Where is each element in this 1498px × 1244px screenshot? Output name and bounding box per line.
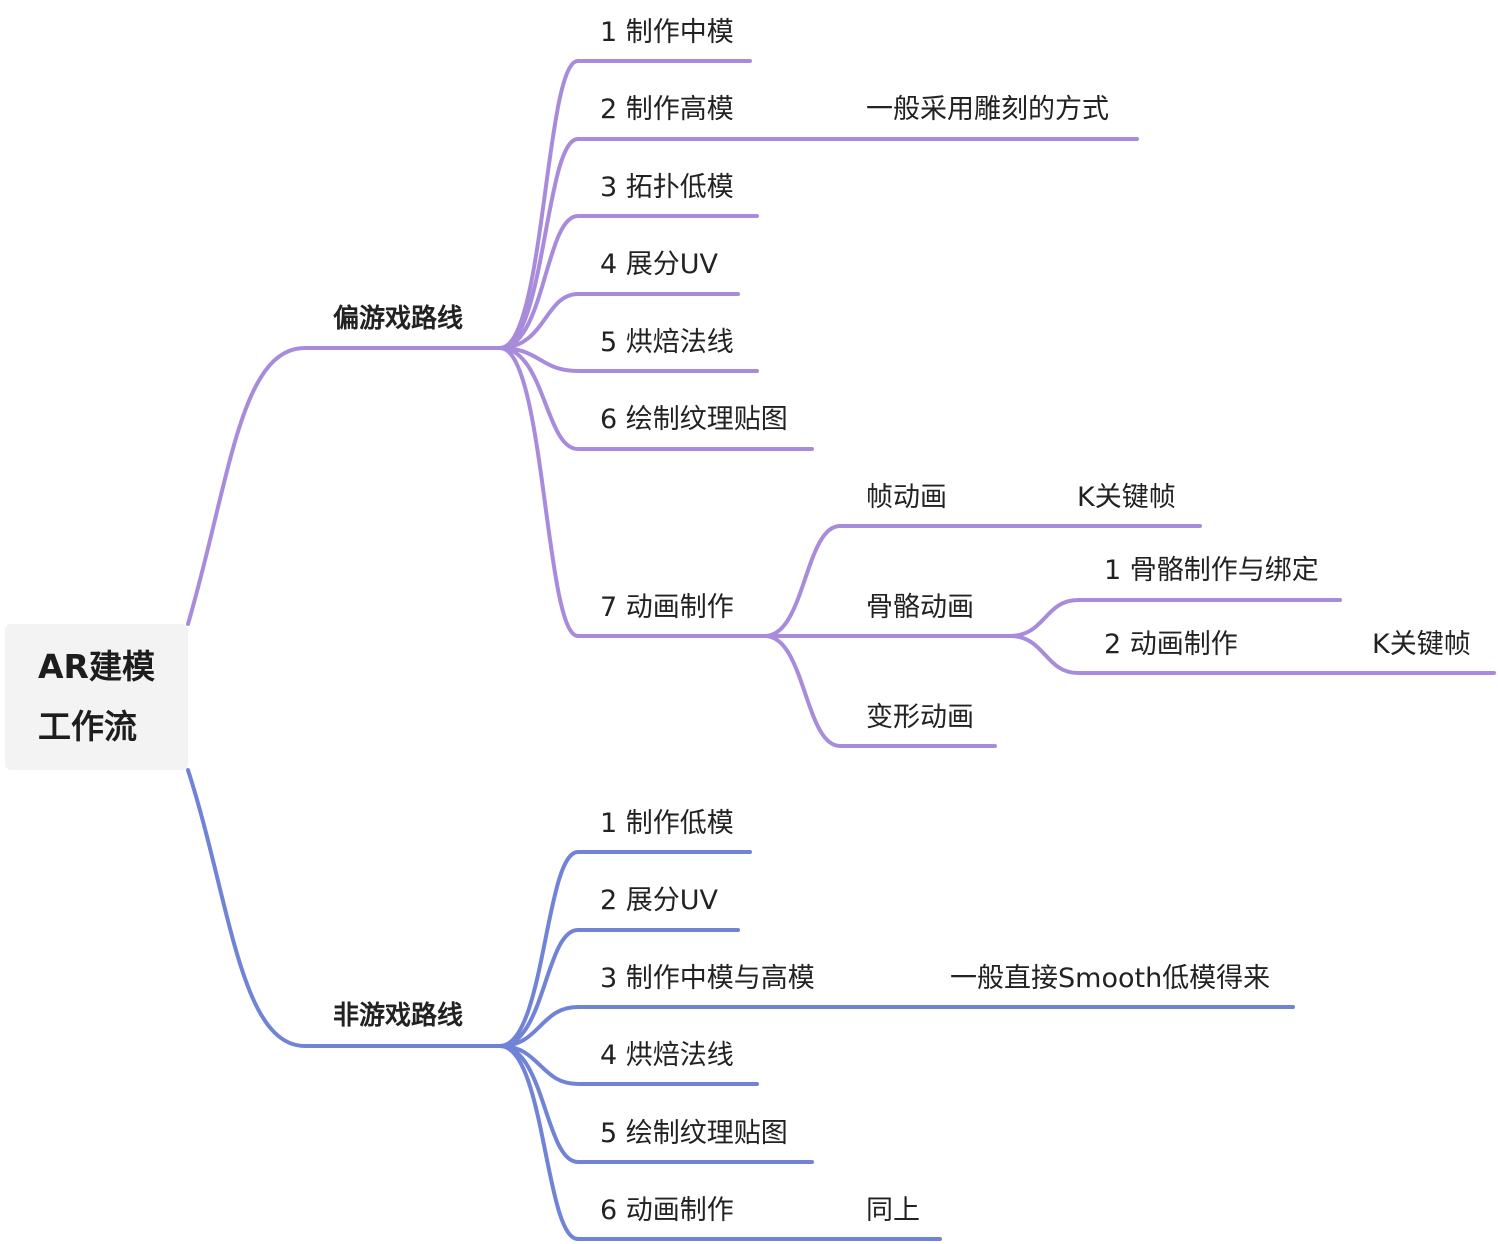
- connector-game-step2: [498, 137, 1139, 350]
- connector-skeletal-sub2: [1008, 634, 1496, 675]
- connector-nongame-step1: [498, 850, 752, 1048]
- connector-anim-frame: [763, 524, 1202, 638]
- root-node[interactable]: [5, 624, 188, 770]
- connector-anim-morph: [763, 634, 997, 748]
- nongame-step-3[interactable]: 3 制作中模与高模: [600, 963, 815, 994]
- root-title-line1: AR建模: [38, 647, 155, 686]
- anim-morph[interactable]: 变形动画: [866, 702, 974, 733]
- skeletal-sub-2-note[interactable]: K关键帧: [1372, 629, 1471, 660]
- anim-frame[interactable]: 帧动画: [866, 482, 947, 513]
- anim-skeletal[interactable]: 骨骼动画: [866, 592, 974, 623]
- connector-game-step7: [498, 346, 767, 638]
- connector-game-step1: [498, 59, 752, 350]
- game-step-2-note[interactable]: 一般采用雕刻的方式: [866, 94, 1109, 125]
- nongame-step-6[interactable]: 6 动画制作: [600, 1195, 734, 1226]
- skeletal-sub-1[interactable]: 1 骨骼制作与绑定: [1104, 555, 1319, 586]
- connector-root-game: [186, 346, 502, 626]
- connector-nongame-step2: [498, 928, 740, 1048]
- game-step-3[interactable]: 3 拓扑低模: [600, 172, 734, 203]
- connector-root-nongame: [186, 768, 502, 1048]
- game-step-7[interactable]: 7 动画制作: [600, 592, 734, 623]
- connector-skeletal-sub1: [1008, 598, 1342, 638]
- nongame-step-4[interactable]: 4 烘焙法线: [600, 1040, 734, 1071]
- connector-game-step4: [498, 292, 740, 350]
- connector-nongame-step6: [498, 1044, 942, 1241]
- game-step-6[interactable]: 6 绘制纹理贴图: [600, 404, 788, 435]
- nongame-step-1[interactable]: 1 制作低模: [600, 808, 734, 839]
- branch-nongame-label[interactable]: 非游戏路线: [333, 1001, 464, 1031]
- nongame-step-5[interactable]: 5 绘制纹理贴图: [600, 1118, 788, 1149]
- game-step-2[interactable]: 2 制作高模: [600, 94, 734, 125]
- game-step-1[interactable]: 1 制作中模: [600, 17, 734, 48]
- skeletal-sub-2[interactable]: 2 动画制作: [1104, 629, 1238, 660]
- nongame-step-6-note[interactable]: 同上: [866, 1195, 920, 1226]
- game-step-4[interactable]: 4 展分UV: [600, 249, 718, 280]
- game-step-5[interactable]: 5 烘焙法线: [600, 327, 734, 358]
- connector-nongame-step3: [498, 1005, 1295, 1048]
- root-title-line2: 工作流: [38, 707, 137, 746]
- connector-nongame-step5: [498, 1044, 814, 1164]
- nongame-step-2[interactable]: 2 展分UV: [600, 885, 718, 916]
- connector-game-step3: [498, 214, 759, 350]
- nongame-step-3-note[interactable]: 一般直接Smooth低模得来: [950, 963, 1271, 994]
- connector-game-step6: [498, 346, 814, 451]
- branch-game-label[interactable]: 偏游戏路线: [333, 304, 464, 334]
- anim-frame-note[interactable]: K关键帧: [1077, 482, 1176, 513]
